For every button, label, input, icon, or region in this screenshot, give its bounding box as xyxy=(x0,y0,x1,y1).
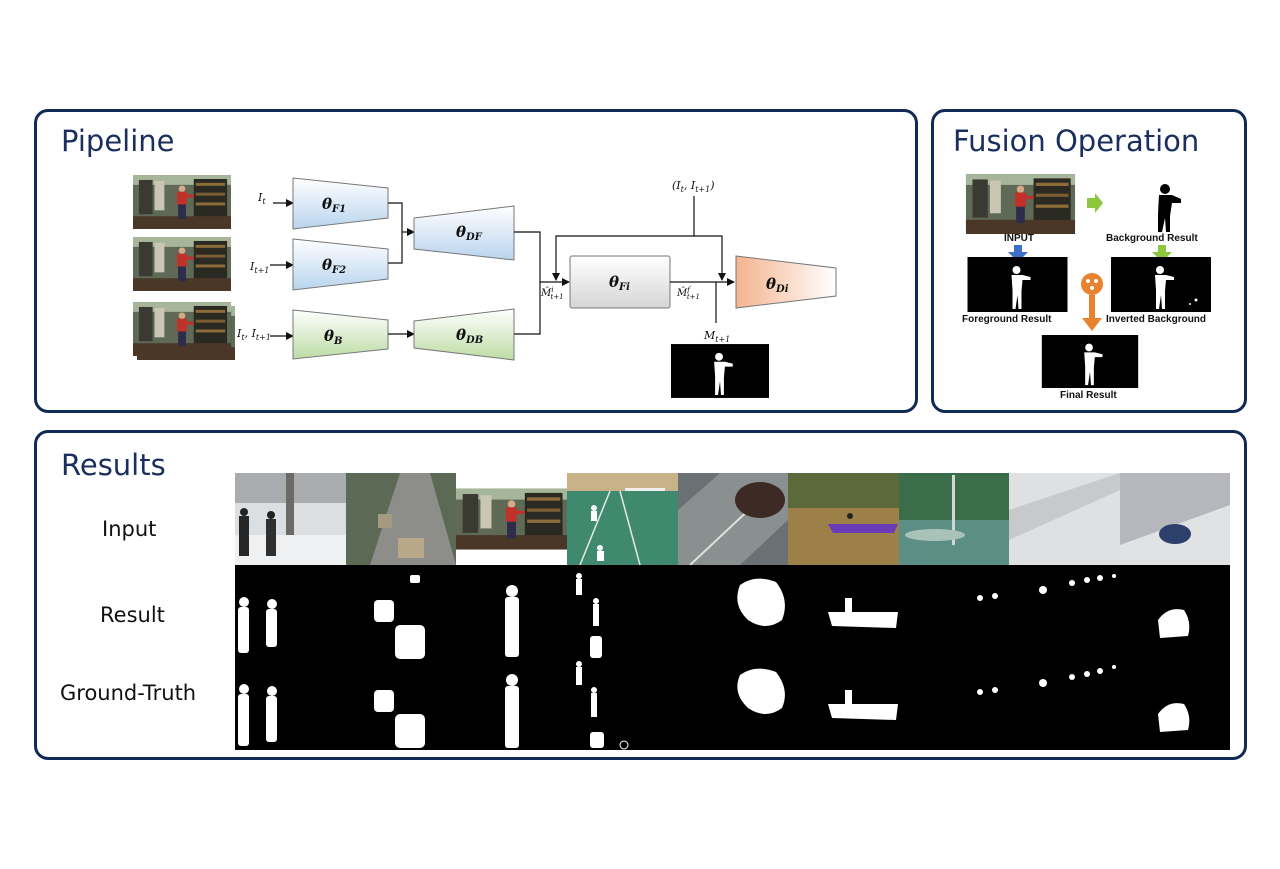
fusion-foreground-image xyxy=(967,257,1068,312)
row-label-ground-truth: Ground-Truth xyxy=(60,681,197,705)
result-input-8 xyxy=(1009,473,1120,565)
gt-mask-2 xyxy=(374,690,425,748)
result-mask-4 xyxy=(576,573,602,658)
row-label-result: Result xyxy=(100,603,165,627)
input-frame-pair xyxy=(133,302,235,360)
result-mask-8 xyxy=(1039,574,1116,594)
result-mask-6 xyxy=(828,598,898,628)
fusion-background-image xyxy=(1106,174,1214,234)
svg-text:θFi: θFi xyxy=(609,273,630,293)
encoder-f2-block: θF2 xyxy=(292,238,389,291)
encoder-b-block: θB xyxy=(292,309,389,360)
arrow-green-icon xyxy=(1087,193,1103,213)
results-input-row xyxy=(235,473,1230,566)
results-result-row xyxy=(238,573,1190,659)
fusion-title: Fusion Operation xyxy=(953,124,1200,158)
svg-text:θDi: θDi xyxy=(766,275,789,295)
pipeline-title: Pipeline xyxy=(61,124,175,158)
decoder-df-block: θDF xyxy=(413,205,515,261)
label-pair: It, It+1 xyxy=(236,327,271,342)
svg-text:θDF: θDF xyxy=(456,223,483,243)
fusion-operator-icon xyxy=(1081,273,1103,331)
input-frame-it xyxy=(133,175,231,229)
label-m-out: Mt+1 xyxy=(703,329,730,344)
result-input-9 xyxy=(1120,473,1230,565)
svg-text:θF1: θF1 xyxy=(322,195,346,215)
label-top-pair: (It, It+1) xyxy=(672,179,715,194)
gt-mask-9 xyxy=(1158,703,1190,732)
results-title: Results xyxy=(61,448,166,482)
arrow-blue-icon xyxy=(1008,245,1028,262)
gt-mask-3 xyxy=(505,674,519,748)
svg-text:θF2: θF2 xyxy=(322,256,346,276)
svg-text:θB: θB xyxy=(324,327,342,347)
result-mask-7 xyxy=(977,593,998,601)
row-label-input: Input xyxy=(102,517,157,541)
gt-mask-1 xyxy=(238,684,277,746)
decoder-di-block: θDi xyxy=(735,255,837,309)
result-mask-5 xyxy=(737,578,785,626)
label-it: It xyxy=(257,191,266,206)
caption-final: Final Result xyxy=(1060,390,1117,401)
caption-background: Background Result xyxy=(1106,233,1198,244)
result-input-1 xyxy=(235,473,346,565)
result-input-6 xyxy=(788,473,899,565)
result-mask-3 xyxy=(505,585,519,657)
result-mask-1 xyxy=(238,597,277,653)
fusion-inverted-image xyxy=(1111,257,1211,312)
input-frame-it1 xyxy=(133,237,231,291)
result-input-2 xyxy=(346,473,456,565)
label-it1: It+1 xyxy=(249,260,269,275)
results-mask-background xyxy=(235,565,1230,750)
encoder-f1-block: θF1 xyxy=(292,177,389,230)
caption-input: INPUT xyxy=(1004,233,1034,244)
result-input-3 xyxy=(456,488,567,550)
fusion-fi-block: θFi xyxy=(569,255,671,309)
caption-inverted: Inverted Background xyxy=(1106,314,1206,325)
arrow-green-down-icon xyxy=(1152,245,1172,262)
output-mask-image xyxy=(671,344,769,398)
gt-mask-6 xyxy=(828,690,898,720)
svg-text:θDB: θDB xyxy=(456,326,483,346)
decoder-db-block: θDB xyxy=(413,308,515,361)
gt-mask-7 xyxy=(977,687,998,695)
result-mask-2 xyxy=(374,575,425,659)
caption-foreground: Foreground Result xyxy=(962,314,1052,325)
gt-mask-8 xyxy=(1039,665,1116,687)
gt-mask-4 xyxy=(576,661,629,750)
result-input-7 xyxy=(899,473,1009,565)
fusion-final-image xyxy=(1041,335,1139,388)
fusion-input-image xyxy=(965,174,1076,234)
result-mask-9 xyxy=(1158,609,1190,638)
gt-mask-5 xyxy=(737,668,785,714)
result-input-4 xyxy=(567,473,678,566)
result-input-5 xyxy=(678,473,788,566)
results-groundtruth-row xyxy=(238,661,1190,750)
